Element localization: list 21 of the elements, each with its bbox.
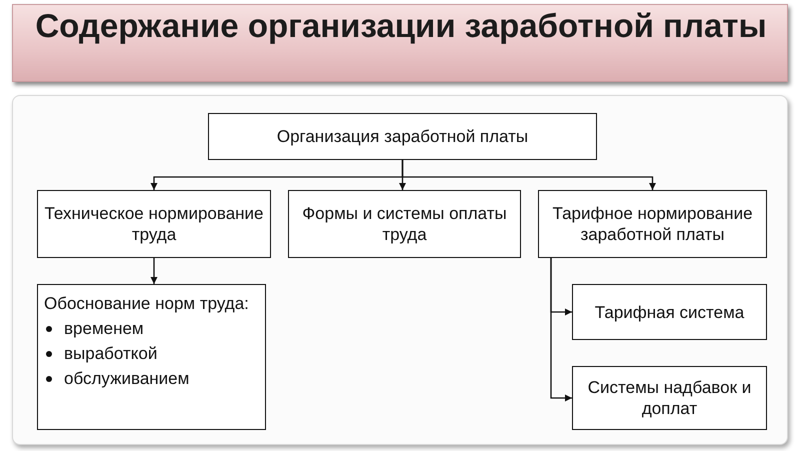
process-box bbox=[572, 366, 767, 430]
box-label: Тарифное нормирование заработной платы bbox=[551, 203, 754, 245]
process-box bbox=[572, 284, 767, 340]
arrow bbox=[150, 258, 158, 284]
box-label: Организация заработной платы bbox=[276, 126, 528, 147]
process-box bbox=[37, 284, 266, 430]
box-label: Формы и системы оплаты труда bbox=[301, 203, 508, 245]
list-item: временем bbox=[64, 318, 144, 339]
process-box bbox=[538, 190, 767, 258]
list-item: обслуживанием bbox=[64, 368, 190, 389]
box-label: Техническое нормирование труда bbox=[44, 203, 264, 245]
process-box bbox=[37, 190, 271, 258]
box-label: Системы надбавок и доплат bbox=[586, 377, 752, 419]
process-box bbox=[208, 113, 597, 160]
box-label: Тарифная система bbox=[594, 302, 744, 322]
process-box bbox=[288, 190, 521, 258]
title: Содержание организации заработной платы bbox=[34, 8, 768, 44]
arrow bbox=[550, 258, 572, 402]
box-heading: Обоснование норм труда: bbox=[44, 293, 249, 314]
list-item: выработкой bbox=[64, 343, 158, 364]
arrow bbox=[402, 160, 656, 190]
